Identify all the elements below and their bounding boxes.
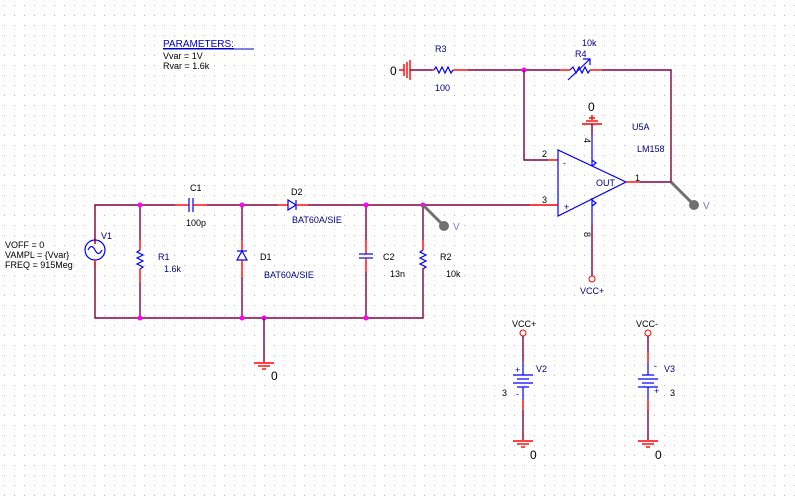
- variable-arrowhead: [583, 58, 591, 65]
- offpage-connector: [519, 329, 527, 337]
- resistor-r3[interactable]: R3 100: [432, 44, 468, 93]
- v3-value: 3: [670, 388, 675, 398]
- parameters-title: PARAMETERS:: [163, 39, 234, 50]
- voltage-probe-output[interactable]: V: [669, 180, 710, 212]
- pin-3-label: 3: [542, 195, 547, 205]
- capacitor-c2[interactable]: C2 13n: [359, 240, 405, 279]
- v2-plus: +: [515, 365, 520, 375]
- parameter-rvar: Rvar = 1.6k: [163, 61, 210, 71]
- r4-ref: R4: [575, 49, 587, 59]
- resistor-r1[interactable]: R1 1.6k: [135, 240, 182, 283]
- v1-vampl: VAMPL = {Vvar}: [5, 250, 69, 260]
- offpage-connector: [644, 329, 652, 337]
- junction-dot: [239, 315, 245, 321]
- r3-ref: R3: [435, 44, 447, 54]
- pin-8-label: 8: [582, 232, 592, 237]
- capacitor-c1[interactable]: C1 100p: [175, 183, 207, 228]
- opamp-ref: U5A: [632, 122, 650, 132]
- d1-ref: D1: [260, 252, 272, 262]
- d2-ref: D2: [291, 187, 303, 197]
- d2-value: BAT60A/SIE: [292, 215, 342, 225]
- resistor-zigzag: [418, 249, 428, 270]
- ground-label: 0: [271, 369, 278, 383]
- variable-resistor-r4[interactable]: R4 10k: [560, 38, 602, 81]
- variable-arrow: [567, 58, 591, 81]
- wire: [523, 70, 548, 161]
- resistor-r2[interactable]: R2 10k: [418, 240, 461, 279]
- v3-plus: +: [654, 386, 659, 396]
- r1-value: 1.6k: [164, 264, 182, 274]
- v2-ref: V2: [536, 364, 547, 374]
- resistor-zigzag: [135, 249, 145, 270]
- ground-label: 0: [655, 448, 662, 462]
- probe-label: V: [703, 201, 710, 212]
- v2-minus: -: [516, 389, 519, 399]
- c1-value: 100p: [186, 218, 206, 228]
- probe-stem: [421, 203, 444, 226]
- offpage-connector: [588, 275, 596, 283]
- junction-dot: [363, 315, 369, 321]
- sine-source-v1[interactable]: V1 VOFF = 0 VAMPL = {Vvar} FREQ = 915Meg: [5, 231, 112, 270]
- pin-2-label: 2: [542, 149, 547, 159]
- probe-head: [689, 200, 699, 210]
- r1-ref: R1: [158, 252, 170, 262]
- probe-label: V: [453, 222, 460, 233]
- c2-value: 13n: [390, 269, 405, 279]
- diode-triangle: [287, 198, 298, 212]
- opamp-u5a[interactable]: - + OUT 2 3 1 U5A LM158 4 8: [542, 122, 665, 237]
- opamp-plus: +: [564, 202, 569, 212]
- wire: [94, 204, 175, 244]
- pin-4-label: 4: [582, 138, 592, 143]
- pin-marker: [591, 159, 597, 167]
- parameters-block[interactable]: PARAMETERS: Vvar = 1V Rvar = 1.6k: [163, 39, 254, 71]
- opamp-minus: -: [563, 158, 566, 168]
- v2-net-label: VCC+: [512, 319, 536, 329]
- wire: [94, 262, 424, 319]
- resistor-zigzag: [569, 65, 591, 75]
- junction-dot: [137, 315, 143, 321]
- r3-value: 100: [435, 83, 450, 93]
- opamp-part: LM158: [637, 144, 665, 154]
- ground-label: 0: [390, 64, 397, 78]
- r4-value: 10k: [582, 38, 597, 48]
- junction-dot: [363, 202, 369, 208]
- probe-head: [439, 221, 449, 231]
- r2-ref: R2: [440, 252, 452, 262]
- dc-source-v2[interactable]: VCC+ + - V2 3 0: [502, 319, 547, 462]
- v1-ref: V1: [101, 231, 112, 241]
- diode-d2[interactable]: D2 BAT60A/SIE: [278, 187, 342, 225]
- v3-net-label: VCC-: [636, 319, 658, 329]
- v3-minus: -: [654, 361, 657, 371]
- d1-value: BAT60A/SIE: [264, 270, 314, 280]
- dc-source-v3[interactable]: VCC- - + V3 3 0: [636, 319, 675, 462]
- v1-freq: FREQ = 915Meg: [5, 260, 73, 270]
- ground-label: 0: [530, 448, 537, 462]
- v3-ref: V3: [664, 364, 675, 374]
- diode-d1[interactable]: D1 BAT60A/SIE: [235, 240, 314, 280]
- parameter-vvar: Vvar = 1V: [163, 51, 203, 61]
- c2-ref: C2: [383, 252, 395, 262]
- ground-label: 0: [588, 100, 595, 114]
- sine-icon: [87, 245, 103, 255]
- offpage-vcc-pos-opamp[interactable]: VCC+: [580, 275, 604, 296]
- r2-value: 10k: [446, 269, 461, 279]
- junction-dot: [137, 202, 143, 208]
- voltage-probe-detector[interactable]: V: [421, 203, 460, 233]
- ground-u5a[interactable]: 0: [582, 100, 602, 136]
- opamp-out-label: OUT: [596, 178, 616, 188]
- c1-ref: C1: [190, 183, 202, 193]
- offpage-label: VCC+: [580, 286, 604, 296]
- v2-value: 3: [502, 388, 507, 398]
- pin-marker: [591, 199, 597, 207]
- probe-stem: [669, 180, 694, 205]
- pin-1-label: 1: [635, 173, 640, 183]
- v1-voff: VOFF = 0: [5, 240, 44, 250]
- wire: [602, 69, 672, 182]
- resistor-zigzag: [433, 65, 454, 75]
- junction-dot: [239, 202, 245, 208]
- ground-main[interactable]: 0: [254, 362, 278, 383]
